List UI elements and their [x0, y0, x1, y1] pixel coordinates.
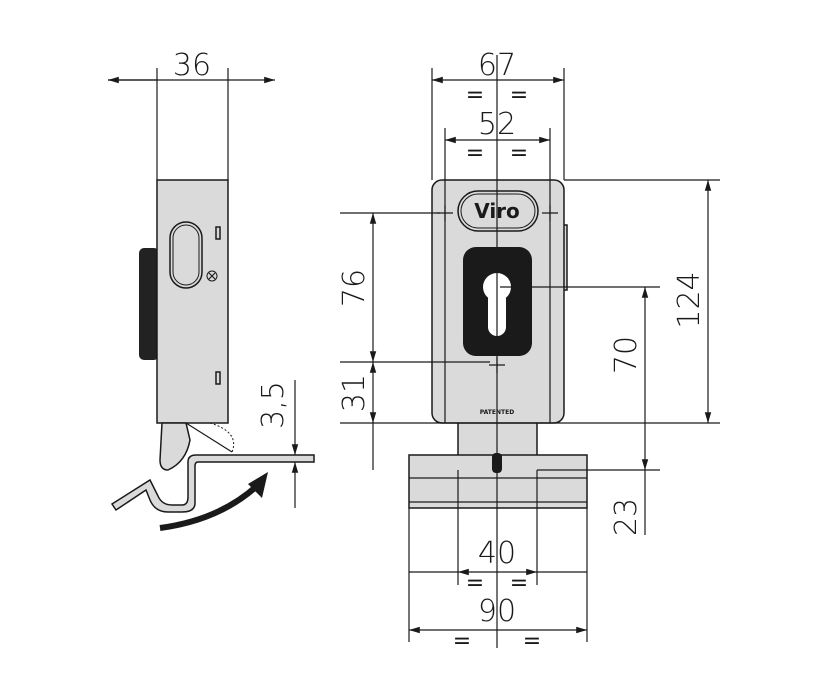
screw-icon [206, 270, 218, 282]
dim-upper-hole: 76 [337, 269, 372, 307]
dim-strike-height: 23 [609, 498, 644, 536]
dim-latch-offset: 3,5 [256, 381, 291, 429]
dim-cylinder-to-strike: 70 [609, 336, 644, 374]
equal-mark: = [510, 141, 528, 166]
equal-mark: = [510, 571, 528, 596]
dim-lower-hole: 31 [337, 374, 372, 412]
equal-mark: = [466, 83, 484, 108]
front-view: Viro PATENTED 67 = = 52 = = 76 31 124 70… [337, 48, 720, 654]
equal-mark: = [510, 83, 528, 108]
equal-mark: = [453, 629, 471, 654]
dim-neck-width: 40 [478, 536, 516, 571]
equal-mark: = [523, 629, 541, 654]
dim-side-width: 36 [173, 48, 211, 83]
side-view: 36 3,5 [108, 48, 315, 531]
logo-badge [457, 190, 539, 232]
latch [159, 422, 191, 471]
knob [139, 248, 159, 360]
dim-total-height: 124 [672, 271, 707, 328]
strike-plate-profile [110, 454, 315, 513]
equal-mark: = [466, 141, 484, 166]
rotation-arrow-icon [159, 482, 261, 531]
strike-base [408, 454, 588, 509]
oval-slot [169, 221, 203, 289]
dim-strike-width: 90 [478, 594, 516, 629]
dim-front-width: 67 [478, 48, 516, 83]
side-body [156, 179, 229, 424]
equal-mark: = [466, 571, 484, 596]
dim-hole-spacing: 52 [478, 107, 516, 142]
